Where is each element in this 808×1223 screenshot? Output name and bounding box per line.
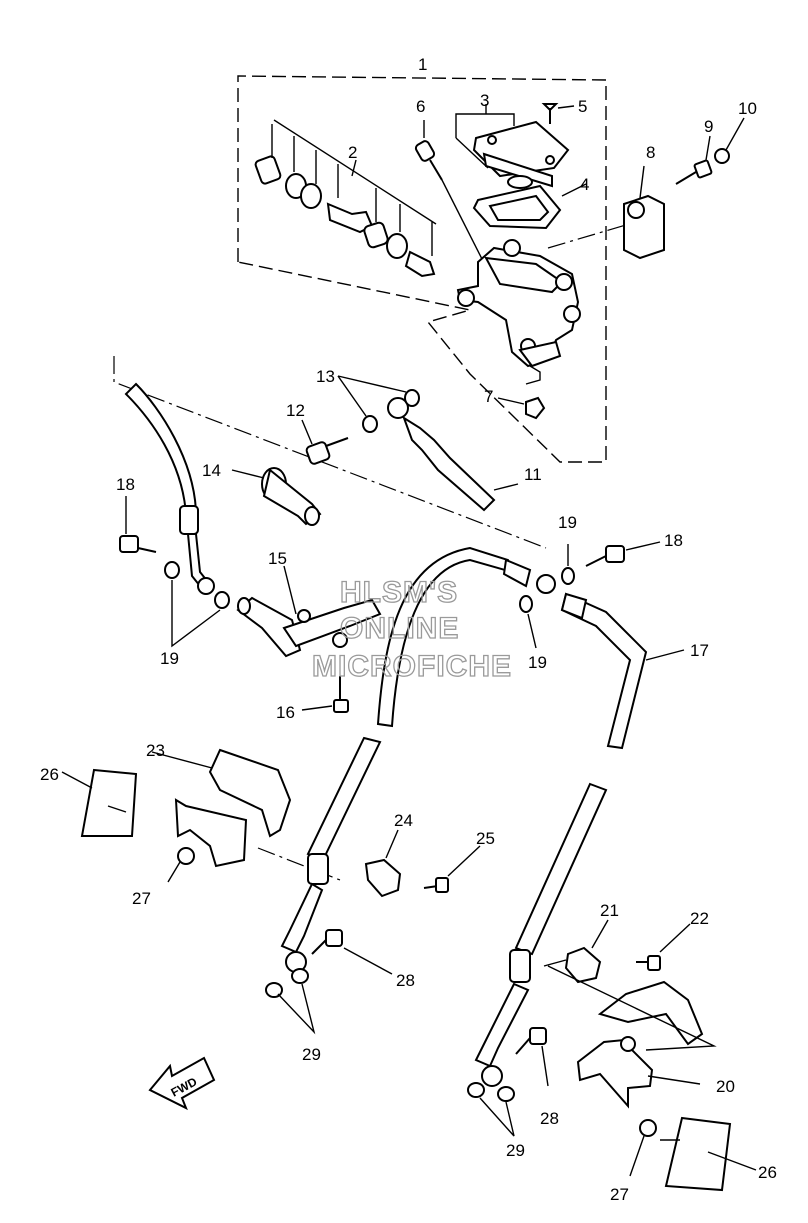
callout-1: 1 <box>418 55 427 74</box>
callout-29-right: 29 <box>506 1141 525 1160</box>
forward-arrow-icon: FWD <box>148 1056 216 1111</box>
callout-8: 8 <box>646 143 655 162</box>
part-29-washers-left <box>265 968 316 1035</box>
hose-left-lower <box>280 736 382 973</box>
part-8-clamp <box>623 165 665 260</box>
part-11-brake-hose <box>387 397 519 512</box>
part-27-nut-right <box>629 1119 657 1177</box>
reference-line-clamp <box>547 221 637 249</box>
watermark-line-3: MICROFICHE <box>312 650 512 683</box>
callout-23: 23 <box>146 741 165 760</box>
part-18-bolt-right <box>585 541 661 567</box>
callout-28-left: 28 <box>396 971 415 990</box>
callout-3: 3 <box>480 91 489 110</box>
callout-19-left: 19 <box>160 649 179 668</box>
callout-26-right: 26 <box>758 1163 777 1182</box>
callout-29-left: 29 <box>302 1045 321 1064</box>
callout-20: 20 <box>716 1077 735 1096</box>
callout-24: 24 <box>394 811 413 830</box>
part-24-clip <box>364 829 402 898</box>
part-19-washers-left <box>164 561 230 648</box>
hose-left-upper <box>124 382 215 595</box>
part-3-reservoir-cap <box>455 104 570 189</box>
callout-27-right: 27 <box>610 1185 629 1204</box>
part-20-bracket <box>547 965 717 1109</box>
reference-line-upper <box>113 356 547 549</box>
watermark: HLSM'S ONLINE MICROFICHE <box>311 575 512 683</box>
callout-6: 6 <box>416 97 425 116</box>
assembly-frame <box>237 75 607 463</box>
callout-4: 4 <box>580 175 589 194</box>
callout-14: 14 <box>202 461 221 480</box>
part-18-bolt-left <box>119 496 157 553</box>
part-16-bolt <box>301 676 349 713</box>
callout-2: 2 <box>348 143 357 162</box>
part-9-bolt <box>675 135 713 185</box>
callout-27-left: 27 <box>132 889 151 908</box>
hose-right-lower <box>474 782 608 1087</box>
callout-19-top: 19 <box>558 513 577 532</box>
part-17-brake-hose-long <box>376 546 685 750</box>
part-26-pad-right <box>660 1116 757 1192</box>
callout-21: 21 <box>600 901 619 920</box>
part-14-boot <box>231 467 322 526</box>
part-5-screw <box>541 103 575 124</box>
callout-26-left: 26 <box>40 765 59 784</box>
part-19-washers-right <box>519 544 575 649</box>
callout-16: 16 <box>276 703 295 722</box>
master-cylinder-body <box>456 239 581 385</box>
callout-13: 13 <box>316 367 335 386</box>
part-28-bolt-right <box>515 1027 549 1087</box>
callout-5: 5 <box>578 97 587 116</box>
part-26-pad-left <box>61 768 138 837</box>
part-22-bolt <box>636 923 691 971</box>
part-12-union-bolt <box>301 419 349 465</box>
part-27-nut-left <box>167 847 195 883</box>
part-4-diaphragm <box>472 183 587 230</box>
callout-19-right: 19 <box>528 653 547 672</box>
part-21-clip <box>543 919 609 984</box>
callout-17: 17 <box>690 641 709 660</box>
callout-10: 10 <box>738 99 757 118</box>
part-7-nut <box>497 396 546 420</box>
part-13-gaskets <box>337 375 420 433</box>
callout-25: 25 <box>476 829 495 848</box>
part-15-joint <box>236 565 382 658</box>
part-28-bolt-left <box>311 929 393 975</box>
callout-15: 15 <box>268 549 287 568</box>
watermark-line-1: HLSM'S <box>340 576 458 609</box>
callout-18-left: 18 <box>116 475 135 494</box>
callout-12: 12 <box>286 401 305 420</box>
callout-22: 22 <box>690 909 709 928</box>
part-23-bracket <box>151 748 292 868</box>
callout-18-right: 18 <box>664 531 683 550</box>
callout-9: 9 <box>704 117 713 136</box>
part-2-piston-kit <box>254 119 437 278</box>
callout-7: 7 <box>484 387 493 406</box>
callout-labels: 1 2 3 4 5 6 7 8 9 10 11 12 13 14 15 16 1… <box>40 55 777 1204</box>
part-25-bolt <box>423 845 481 893</box>
part-10-washer <box>714 117 745 164</box>
part-29-washers-right <box>467 1082 515 1137</box>
callout-28-right: 28 <box>540 1109 559 1128</box>
watermark-line-2: ONLINE <box>340 612 459 645</box>
callout-11: 11 <box>524 465 542 484</box>
